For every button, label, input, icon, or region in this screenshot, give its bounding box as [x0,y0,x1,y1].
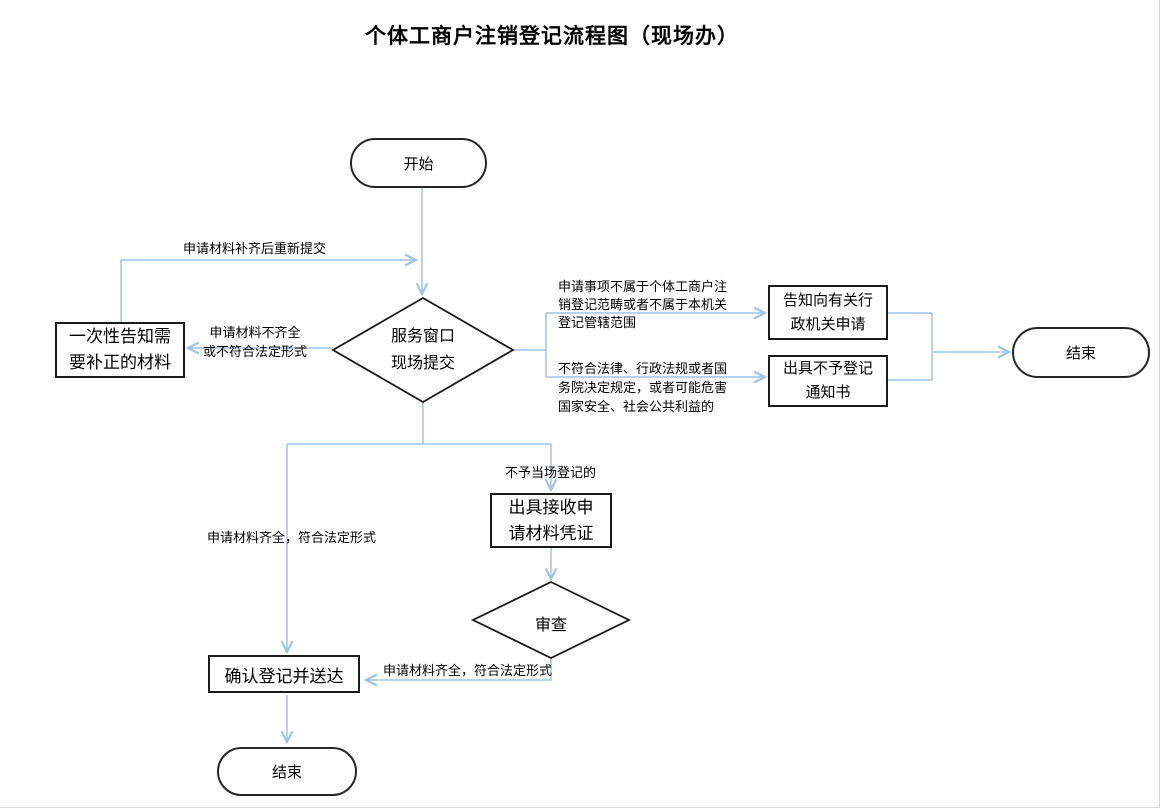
connector-review-to-confirm [366,656,552,680]
confirm-node: 确认登记并送达 [208,655,360,693]
notify-correction-node: 一次性告知需 要补正的材料 [55,322,185,378]
review-diamond-label: 审查 [534,617,567,634]
review-diamond-shape [470,580,632,660]
connector-resubmit-loop [120,260,416,322]
edge-label-incomplete: 申请材料不齐全 或不符合法定形式 [202,325,307,359]
end-bottom-label: 结束 [271,764,302,781]
edge-label-not-onsite: 不予当场登记的 [505,465,597,480]
notify-authority-node: 告知向有关行 政机关申请 [768,285,888,340]
end-right-label: 结束 [1065,345,1096,362]
receipt-node: 出具接收申 请材料凭证 [490,493,612,548]
edge-label-illegal: 不符合法律、行政法规或者国 务院决定规定，或者可能危害 国家安全、社会公共利益的 [558,361,728,414]
page-title: 个体工商户注销登记流程图（现场办） [365,24,739,48]
end-right-node: 结束 [1012,327,1150,378]
edge-label-complete-left: 申请材料齐全，符合法定形式 [207,530,377,545]
reject-notice-node: 出具不予登记 通知书 [768,355,888,407]
start-node: 开始 [350,138,487,188]
window-diamond-label: 服务窗口 现场提交 [390,328,455,372]
edge-label-complete-review: 申请材料齐全，符合法定形式 [383,663,553,678]
end-bottom-node: 结束 [217,747,357,796]
edge-label-out-of-scope: 申请事项不属于个体工商户注 销登记范畴或者不属于本机关 登记管辖范围 [558,279,728,330]
start-label: 开始 [403,155,434,173]
window-diamond-shape [331,296,515,404]
edge-label-resubmit: 申请材料补齐后重新提交 [183,241,327,256]
